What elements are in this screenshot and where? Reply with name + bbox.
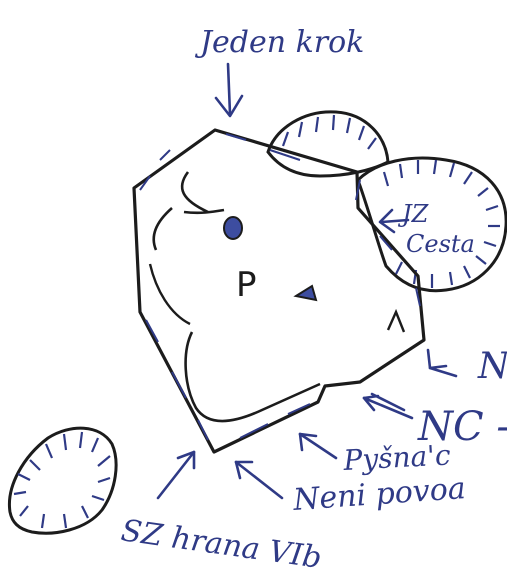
hold-marker-right [296,286,316,300]
arrow-jeden-krok [216,64,242,116]
label-sz-hrana: SZ hrana VIb [119,513,324,576]
label-pysna: Pyšna'c [342,438,452,477]
hold-marker-top [224,217,242,239]
boulder-bottom-left [9,428,116,533]
label-right-cut: N [477,346,507,387]
arrow-neni [236,462,282,498]
summit-mark: P [236,265,257,305]
boulder-top-small [268,112,388,176]
label-jz: JZ [397,200,430,228]
label-cesta: Cesta [406,230,475,258]
label-neni: Neni povoa [291,471,467,518]
arrow-pysna [300,434,336,458]
arrow-nc [364,394,412,418]
arrow-right-cut [428,350,456,376]
boulder-right-jz [358,158,506,291]
arrow-sz-hrana [158,452,194,498]
label-jeden-krok: Jeden krok [194,25,364,60]
